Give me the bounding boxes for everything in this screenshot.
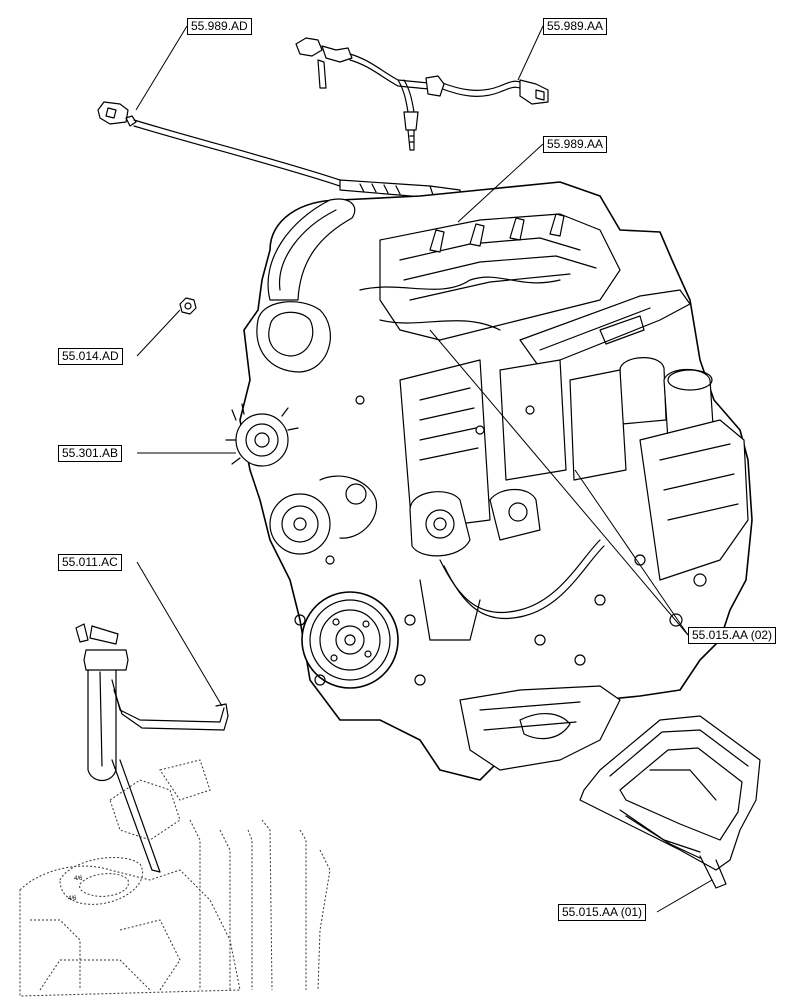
tank-marking: 4/6 xyxy=(68,896,77,902)
callout-55-301-ab[interactable]: 55.301.AB xyxy=(58,445,123,462)
ghost-tank-outline xyxy=(19,759,331,997)
ecu-bracket-part xyxy=(579,715,761,889)
wiring-harness-part xyxy=(295,37,549,151)
callout-55-015-aa-02[interactable]: 55.015.AA (02) xyxy=(688,627,777,644)
tank-marking: 4/6 xyxy=(74,876,83,882)
callout-55-989-aa-top[interactable]: 55.989.AA xyxy=(543,18,608,35)
callout-55-989-ad[interactable]: 55.989.AD xyxy=(187,18,252,35)
dipstick-tube-part xyxy=(75,623,229,873)
callout-55-014-ad[interactable]: 55.014.AD xyxy=(58,348,123,365)
callout-55-015-aa-01[interactable]: 55.015.AA (01) xyxy=(558,904,647,921)
engine-assembly xyxy=(225,181,753,781)
nut-part xyxy=(179,297,197,315)
leader-lines xyxy=(135,25,713,913)
callout-55-011-ac[interactable]: 55.011.AC xyxy=(58,554,122,571)
callout-55-989-aa-mid[interactable]: 55.989.AA xyxy=(543,136,608,153)
temperature-sensor-part xyxy=(97,101,463,199)
